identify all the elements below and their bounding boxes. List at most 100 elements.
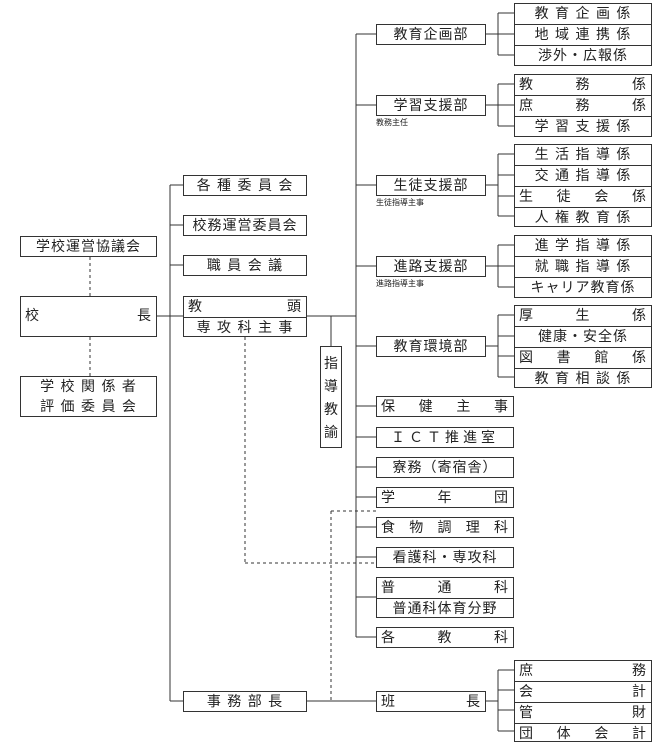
office-section-row: 庶務: [515, 661, 651, 681]
management-committee-label: 校務運営委員会: [192, 217, 298, 234]
office-chief-label-char: 班: [381, 693, 396, 710]
dormitory-label: 寮務（寄宿舎）: [392, 459, 498, 476]
grade-group-label-char: 年: [437, 489, 453, 506]
section-row: 学 習 支 援 係: [515, 116, 651, 136]
section-label-char: 教: [519, 76, 534, 93]
section-row: 図書館係: [515, 347, 651, 368]
ict-box: ＩＣＴ推進室: [376, 427, 514, 448]
section-row: 交 通 指 導 係: [515, 165, 651, 186]
section-row: 教 育 相 談 係: [515, 368, 651, 387]
section-label-char: 生: [575, 307, 591, 324]
food-label-char: 物: [409, 519, 425, 536]
principal-label-2: 長: [137, 308, 152, 324]
food-label-char: 科: [494, 519, 509, 536]
section-row: 地 域 連 携 係: [515, 24, 651, 45]
department-box: 教育企画部: [376, 24, 486, 45]
section-label-char: 書: [556, 349, 572, 366]
section-row: 教務係: [515, 75, 651, 95]
office-section-label-char: 会: [519, 683, 534, 700]
department-name: 教育企画部: [393, 26, 469, 43]
general-label-char: 普: [381, 579, 396, 596]
guidance-teacher-char: 諭: [324, 424, 338, 441]
subjects-label-char: 科: [494, 629, 509, 646]
office-section-label-char: 管: [519, 704, 534, 721]
office-manager-box: 事 務 部 長: [183, 691, 307, 712]
health-officer-box: 保健主事: [376, 396, 514, 417]
food-label-char: 調: [437, 519, 453, 536]
office-section-label-char: 計: [632, 683, 647, 700]
guidance-teacher-char: 指: [324, 355, 338, 372]
department-name: 教育環境部: [393, 338, 469, 355]
section-row: キャリア教育係: [515, 277, 651, 297]
office-section-label-char: 務: [632, 662, 647, 679]
principal-label-1: 校: [25, 308, 40, 324]
staff-meeting-label: 職 員 会 議: [206, 257, 284, 274]
department-note: 教務主任: [376, 118, 408, 127]
subjects-label-char: 教: [437, 629, 453, 646]
section-row: 人 権 教 育 係: [515, 207, 651, 226]
section-label-char: 図: [519, 349, 534, 366]
ict-label: ＩＣＴ推進室: [391, 429, 499, 446]
department-sections: 厚生係健康・安全係図書館係教 育 相 談 係: [514, 305, 652, 388]
principal-box: 校 長: [20, 296, 157, 337]
nursing-label: 看護科・専攻科: [392, 549, 498, 566]
office-section-label-char: 会: [594, 725, 610, 742]
department-sections: 教 育 企 画 係地 域 連 携 係渉外・広報係: [514, 3, 652, 66]
grade-group-box: 学年団: [376, 487, 514, 508]
department-box: 教育環境部: [376, 336, 486, 357]
office-manager-label: 事 務 部 長: [206, 693, 284, 710]
vice-principal-label-2: 頭: [287, 298, 302, 315]
general-pe-label: 普通科体育分野: [377, 598, 513, 617]
general-label-char: 通: [437, 579, 453, 596]
section-label-char: 会: [594, 188, 610, 205]
management-committee-box: 校務運営委員会: [183, 215, 307, 236]
vice-principal-label-1: 教: [188, 298, 203, 315]
council-label: 学校運営協議会: [36, 238, 141, 255]
office-section-row: 管財: [515, 702, 651, 723]
section-label-char: 係: [631, 188, 647, 205]
office-section-label-char: 庶: [519, 662, 534, 679]
department-note: 進路指導主事: [376, 279, 424, 288]
department-note: 生徒指導主事: [376, 198, 424, 207]
subjects-box: 各教科: [376, 627, 514, 648]
committees-label: 各 種 委 員 会: [196, 177, 294, 194]
dormitory-box: 寮務（寄宿舎）: [376, 457, 514, 478]
office-section-row: 会計: [515, 681, 651, 702]
guidance-teacher-box: 指導教諭: [320, 346, 342, 448]
committees-box: 各 種 委 員 会: [183, 175, 307, 196]
office-section-label-char: 財: [632, 704, 647, 721]
section-row: 厚生係: [515, 306, 651, 326]
department-name: 進路支援部: [393, 258, 469, 275]
department-name: 学習支援部: [393, 97, 469, 114]
section-label-char: 館: [594, 349, 610, 366]
health-officer-label-char: 主: [456, 398, 472, 415]
health-officer-label-char: 保: [381, 398, 396, 415]
department-box: 生徒支援部: [376, 175, 486, 196]
department-sections: 進 学 指 導 係就 職 指 導 係キャリア教育係: [514, 235, 652, 298]
evaluation-committee-box: 学 校 関 係 者 評 価 委 員 会: [20, 376, 157, 417]
section-row: 教 育 企 画 係: [534, 5, 632, 22]
office-chief-box: 班長: [376, 691, 486, 712]
food-label-char: 理: [465, 519, 481, 536]
section-label-char: 務: [575, 97, 591, 114]
nursing-box: 看護科・専攻科: [376, 547, 514, 568]
health-officer-label-char: 健: [418, 398, 434, 415]
section-label-char: 係: [631, 349, 647, 366]
grade-group-label-char: 学: [381, 489, 396, 506]
vice-principal-box: 教 頭 専 攻 科 主 事: [183, 296, 307, 337]
general-box: 普通科 普通科体育分野: [376, 577, 514, 618]
section-label-char: 生: [519, 188, 534, 205]
food-label-char: 食: [381, 519, 396, 536]
guidance-teacher-char: 教: [324, 401, 338, 418]
office-section-row: 団体会計: [515, 723, 651, 742]
health-officer-label-char: 事: [493, 398, 509, 415]
office-sections-box: 庶務会計管財団体会計: [514, 660, 652, 742]
section-row: 生徒会係: [515, 186, 651, 207]
section-row: 進 学 指 導 係: [534, 237, 632, 254]
section-row: 生 活 指 導 係: [534, 146, 632, 163]
grade-group-label-char: 団: [494, 489, 509, 506]
office-section-label-char: 体: [556, 725, 572, 742]
office-section-label-char: 団: [519, 725, 534, 742]
department-sections: 生 活 指 導 係交 通 指 導 係生徒会係人 権 教 育 係: [514, 144, 652, 227]
